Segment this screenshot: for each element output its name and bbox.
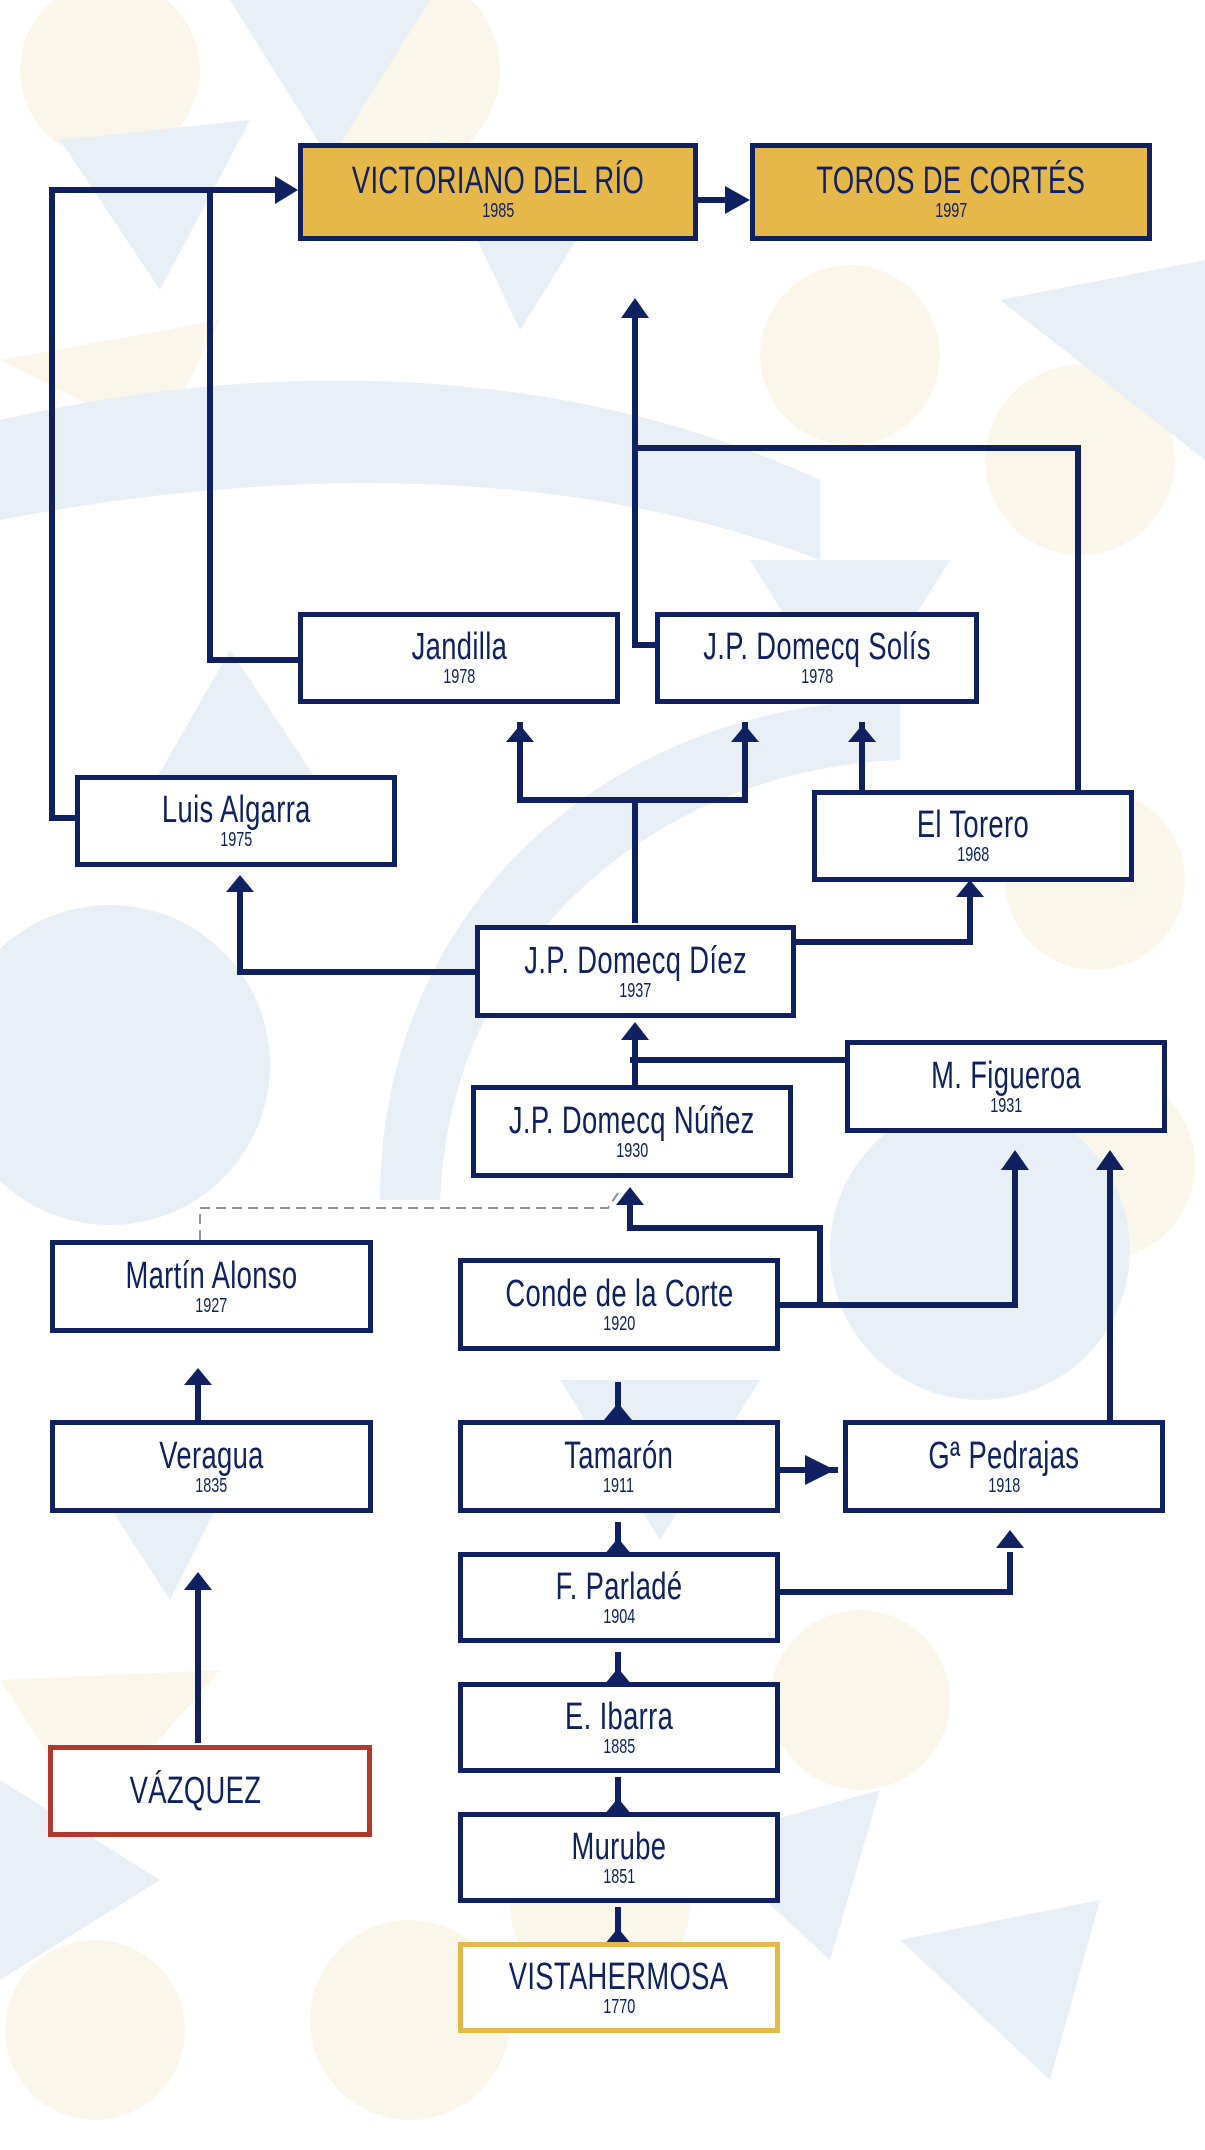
node-veragua: Veragua 1835 (50, 1420, 373, 1513)
node-name: J.P. Domecq Díez (524, 939, 747, 982)
node-year: 1885 (602, 1735, 636, 1758)
node-name: Veragua (159, 1434, 264, 1477)
arrowhead (848, 725, 876, 742)
node-name: F. Parladé (555, 1565, 683, 1608)
connector-line (237, 882, 478, 975)
connector-line (627, 1202, 823, 1308)
node-name: Martín Alonso (125, 1254, 298, 1297)
connector-line (775, 1167, 1018, 1308)
arrowhead (805, 1455, 835, 1485)
node-year: 1927 (195, 1294, 228, 1317)
node-year: 1931 (989, 1094, 1023, 1117)
arrowhead (226, 875, 254, 892)
node-year: 1911 (603, 1474, 635, 1497)
node-name: E. Ibarra (564, 1695, 674, 1738)
node-name: Gª Pedrajas (928, 1434, 1080, 1477)
node-tamaron: Tamarón 1911 (458, 1420, 780, 1513)
node-year: 1978 (800, 666, 834, 688)
node-year: 1920 (602, 1312, 636, 1335)
arrowhead (184, 1368, 212, 1385)
node-year: 1985 (481, 200, 515, 222)
arrowhead (1096, 1150, 1124, 1170)
node-name: J.P. Domecq Solís (703, 626, 931, 668)
connector-line (517, 722, 638, 923)
arrowhead (621, 298, 649, 318)
node-name: TOROS DE CORTÉS (816, 160, 1086, 202)
arrowhead (725, 186, 750, 214)
arrowhead (604, 1798, 632, 1815)
connector-line (632, 445, 1081, 793)
connector-line (207, 187, 301, 663)
node-year: 1835 (195, 1474, 228, 1497)
node-murube: Murube 1851 (458, 1812, 780, 1903)
node-martin-alonso: Martín Alonso 1927 (50, 1240, 373, 1333)
node-name: Jandilla (411, 626, 507, 668)
arrowhead (731, 725, 759, 742)
node-el-torero: El Torero 1968 (812, 790, 1134, 882)
node-m-figueroa: M. Figueroa 1931 (845, 1040, 1167, 1133)
node-e-ibarra: E. Ibarra 1885 (458, 1682, 780, 1773)
arrowhead (621, 1022, 649, 1040)
node-name: Luis Algarra (161, 789, 311, 831)
node-name: Murube (571, 1825, 667, 1868)
arrowhead (996, 1530, 1024, 1548)
node-jandilla: Jandilla 1978 (298, 612, 620, 704)
node-year: 1930 (615, 1139, 649, 1162)
node-victoriano-del-rio: VICTORIANO DEL RÍO 1985 (298, 143, 698, 241)
arrowhead (616, 1187, 644, 1205)
arrowhead (275, 176, 298, 204)
arrowhead (604, 1538, 632, 1555)
node-year: 1937 (619, 979, 652, 1002)
node-f-parlade: F. Parladé 1904 (458, 1552, 780, 1643)
arrowhead (1001, 1150, 1029, 1170)
node-year: 1851 (602, 1865, 636, 1888)
connector-line (792, 892, 973, 945)
node-year: 1978 (442, 666, 476, 688)
node-vazquez: VÁZQUEZ (48, 1745, 372, 1837)
connector-line (632, 722, 748, 803)
node-luis-algarra: Luis Algarra 1975 (75, 775, 397, 867)
node-year: 1904 (602, 1605, 636, 1628)
node-ga-pedrajas: Gª Pedrajas 1918 (843, 1420, 1165, 1513)
node-name: M. Figueroa (931, 1054, 1081, 1097)
connector-line (49, 187, 213, 821)
node-year: 1997 (934, 200, 968, 222)
arrowhead (506, 725, 534, 742)
node-name: VÁZQUEZ (129, 1770, 261, 1812)
arrowhead (604, 1668, 632, 1685)
node-name: El Torero (916, 804, 1030, 846)
node-name: Tamarón (564, 1434, 674, 1477)
node-name: VICTORIANO DEL RÍO (351, 160, 645, 202)
node-name: J.P. Domecq Núñez (509, 1099, 755, 1142)
node-jp-domecq-diez: J.P. Domecq Díez 1937 (475, 925, 796, 1018)
arrowhead (184, 1572, 212, 1590)
node-conde-de-la-corte: Conde de la Corte 1920 (458, 1258, 780, 1351)
node-name: VISTAHERMOSA (509, 1955, 729, 1998)
connector-line (775, 1552, 1013, 1595)
node-year: 1968 (956, 844, 990, 866)
node-year: 1918 (987, 1474, 1021, 1497)
node-vistahermosa: VISTAHERMOSA 1770 (458, 1942, 780, 2033)
node-year: 1770 (602, 1995, 636, 2018)
node-jp-domecq-nunez: J.P. Domecq Núñez 1930 (471, 1085, 793, 1178)
arrowhead (604, 1403, 632, 1420)
connector-line (632, 302, 658, 648)
arrowhead (956, 880, 984, 897)
arrowhead (604, 1928, 632, 1945)
node-year: 1975 (219, 829, 253, 851)
node-name: Conde de la Corte (504, 1272, 734, 1315)
node-toros-de-cortes: TOROS DE CORTÉS 1997 (750, 143, 1152, 241)
dashed-connector (199, 1189, 621, 1240)
node-jp-domecq-solis: J.P. Domecq Solís 1978 (655, 612, 979, 704)
